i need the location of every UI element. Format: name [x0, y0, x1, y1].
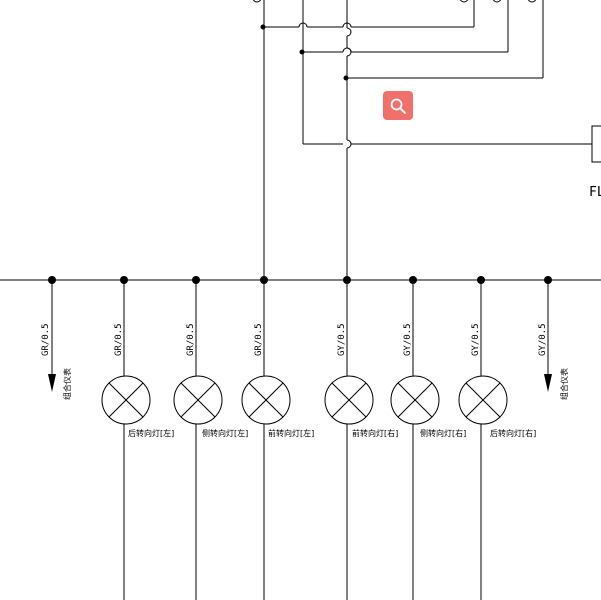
- wire-code-rear-right: GY/0.5: [471, 323, 481, 356]
- wire-code-side-right: GY/0.5: [403, 323, 413, 356]
- lamp-symbols: [101, 375, 508, 425]
- wire-code-rear-left: GR/0.5: [114, 323, 124, 356]
- wire-code-labels: GR/0.5 GR/0.5 GR/0.5 GR/0.5 GY/0.5 GY/0.…: [41, 323, 548, 356]
- lamp-label-side-right: 侧转向灯[右]: [420, 428, 466, 438]
- cluster-arrows: [48, 374, 552, 392]
- wire-code-cluster-left: GR/0.5: [41, 323, 51, 356]
- lamp-rear-right: [458, 375, 508, 425]
- lamp-label-rear-left: 后转向灯[左]: [128, 428, 174, 438]
- wire-code-side-left: GR/0.5: [186, 323, 196, 356]
- magnifier-icon: [390, 98, 406, 114]
- fuse-label: FL: [589, 185, 601, 200]
- lamp-labels: 后转向灯[左] 侧转向灯[左] 前转向灯[左] 前转向灯[右] 侧转向灯[右] …: [128, 428, 536, 438]
- top-connector-pins: [252, 0, 537, 3]
- cluster-arrow-right: [544, 374, 552, 392]
- lamp-label-front-left: 前转向灯[左]: [268, 428, 314, 438]
- lamp-label-rear-right: 后转向灯[右]: [490, 428, 536, 438]
- wire-code-front-right: GY/0.5: [337, 323, 347, 356]
- lamp-label-side-left: 侧转向灯[左]: [202, 428, 248, 438]
- search-button[interactable]: [383, 91, 413, 120]
- lamp-side-left: [173, 375, 223, 425]
- cluster-arrow-left: [48, 374, 56, 392]
- cluster-label-right: 组合仪表: [559, 368, 569, 400]
- cluster-labels: 组合仪表 组合仪表: [62, 368, 569, 400]
- lamp-side-right: [390, 375, 440, 425]
- lamp-front-left: [241, 375, 291, 425]
- lamp-label-front-right: 前转向灯[右]: [352, 428, 398, 438]
- junction-dots: [48, 24, 552, 284]
- lamp-rear-left: [101, 375, 151, 425]
- cluster-label-left: 组合仪表: [62, 368, 72, 400]
- wire-code-front-left: GR/0.5: [254, 323, 264, 356]
- lamp-front-right: [324, 375, 374, 425]
- wire-code-cluster-right: GY/0.5: [538, 323, 548, 356]
